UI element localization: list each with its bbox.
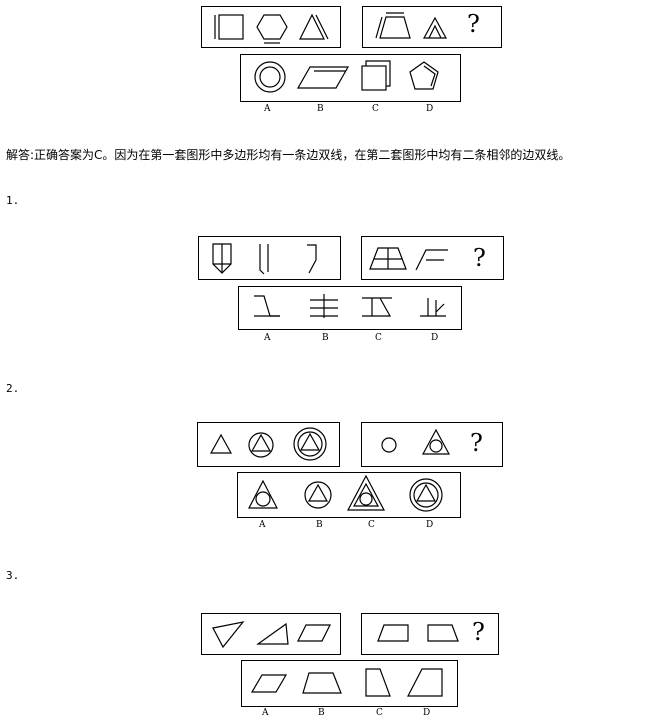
circle-in-double-triangle-option-c-icon <box>347 474 385 511</box>
option-label: C <box>376 708 383 718</box>
option-label: A <box>264 333 271 343</box>
square-double-two-edges-icon <box>361 60 391 91</box>
q2-target-box <box>361 422 503 467</box>
example-target-box <box>362 6 502 48</box>
triangle-in-double-circle-icon <box>293 427 327 461</box>
option-label: D <box>426 104 434 114</box>
pentagon-double-two-edges-icon <box>409 61 439 90</box>
triangle-icon <box>209 433 233 454</box>
circle-in-triangle-option-a-icon <box>248 479 278 509</box>
hexagon-double-bottom-edge-icon <box>256 14 288 44</box>
triangle-double-right-edge-icon <box>299 13 329 40</box>
triangle-in-circle-icon <box>248 432 274 458</box>
option-label: C <box>375 333 382 343</box>
q1-target-box <box>361 236 504 280</box>
option-label: A <box>259 520 266 530</box>
pencil-shape-icon <box>212 243 232 274</box>
option-label: C <box>368 520 375 530</box>
question-mark: ? <box>470 429 483 457</box>
trapezoid-option-b-icon <box>302 672 342 694</box>
open-line-shape-icon <box>259 244 269 275</box>
q3-options-box <box>241 660 458 707</box>
option-label: B <box>322 333 329 343</box>
trapezoid-double-two-edges-icon <box>375 12 411 39</box>
option-label: B <box>316 520 323 530</box>
bracket-shape-icon <box>307 244 317 274</box>
parallelogram-double-two-edges-icon <box>296 66 350 89</box>
option-label: C <box>372 104 379 114</box>
question-mark: ? <box>472 618 485 646</box>
option-label: B <box>318 708 325 718</box>
line-shape-d-icon <box>420 298 446 317</box>
question-number: 2. <box>6 382 20 395</box>
question-number: 3. <box>6 569 20 582</box>
trapezoid-left-icon <box>377 624 409 642</box>
parallelogram-icon <box>297 624 331 642</box>
trapezoid-grid-shape-icon <box>369 247 407 270</box>
triangle-slanted-icon <box>212 621 245 649</box>
question-mark: ? <box>473 244 486 272</box>
line-shape-b-icon <box>310 294 338 318</box>
option-label: D <box>431 333 439 343</box>
trapezoid-option-c-icon <box>365 668 391 697</box>
trapezoid-option-d-icon <box>407 668 443 697</box>
broken-line-shape-icon <box>415 249 448 271</box>
option-label: A <box>262 708 269 718</box>
option-label: D <box>426 520 434 530</box>
square-double-left-edge-icon <box>214 14 244 40</box>
q3-target-box <box>361 613 499 655</box>
question-mark: ? <box>467 10 480 38</box>
circle-double-icon <box>254 61 286 93</box>
triangle-in-circle-option-b-icon <box>304 481 332 509</box>
trapezoid-right-icon <box>427 624 459 642</box>
triangle-obtuse-icon <box>256 622 289 645</box>
triangle-double-two-edges-icon <box>422 16 448 39</box>
option-label: D <box>423 708 431 718</box>
parallelogram-option-a-icon <box>250 674 288 693</box>
small-circle-icon <box>381 437 397 453</box>
triangle-in-double-circle-option-d-icon <box>409 478 443 512</box>
circle-in-triangle-icon <box>421 428 451 455</box>
question-number: 1. <box>6 194 20 207</box>
line-shape-a-icon <box>254 295 280 317</box>
option-label: B <box>317 104 324 114</box>
option-label: A <box>264 104 271 114</box>
line-shape-c-icon <box>362 297 392 317</box>
q1-options-box <box>238 286 462 330</box>
answer-explanation: 解答:正确答案为C。因为在第一套图形中多边形均有一条边双线，在第二套图形中均有二… <box>6 148 571 162</box>
